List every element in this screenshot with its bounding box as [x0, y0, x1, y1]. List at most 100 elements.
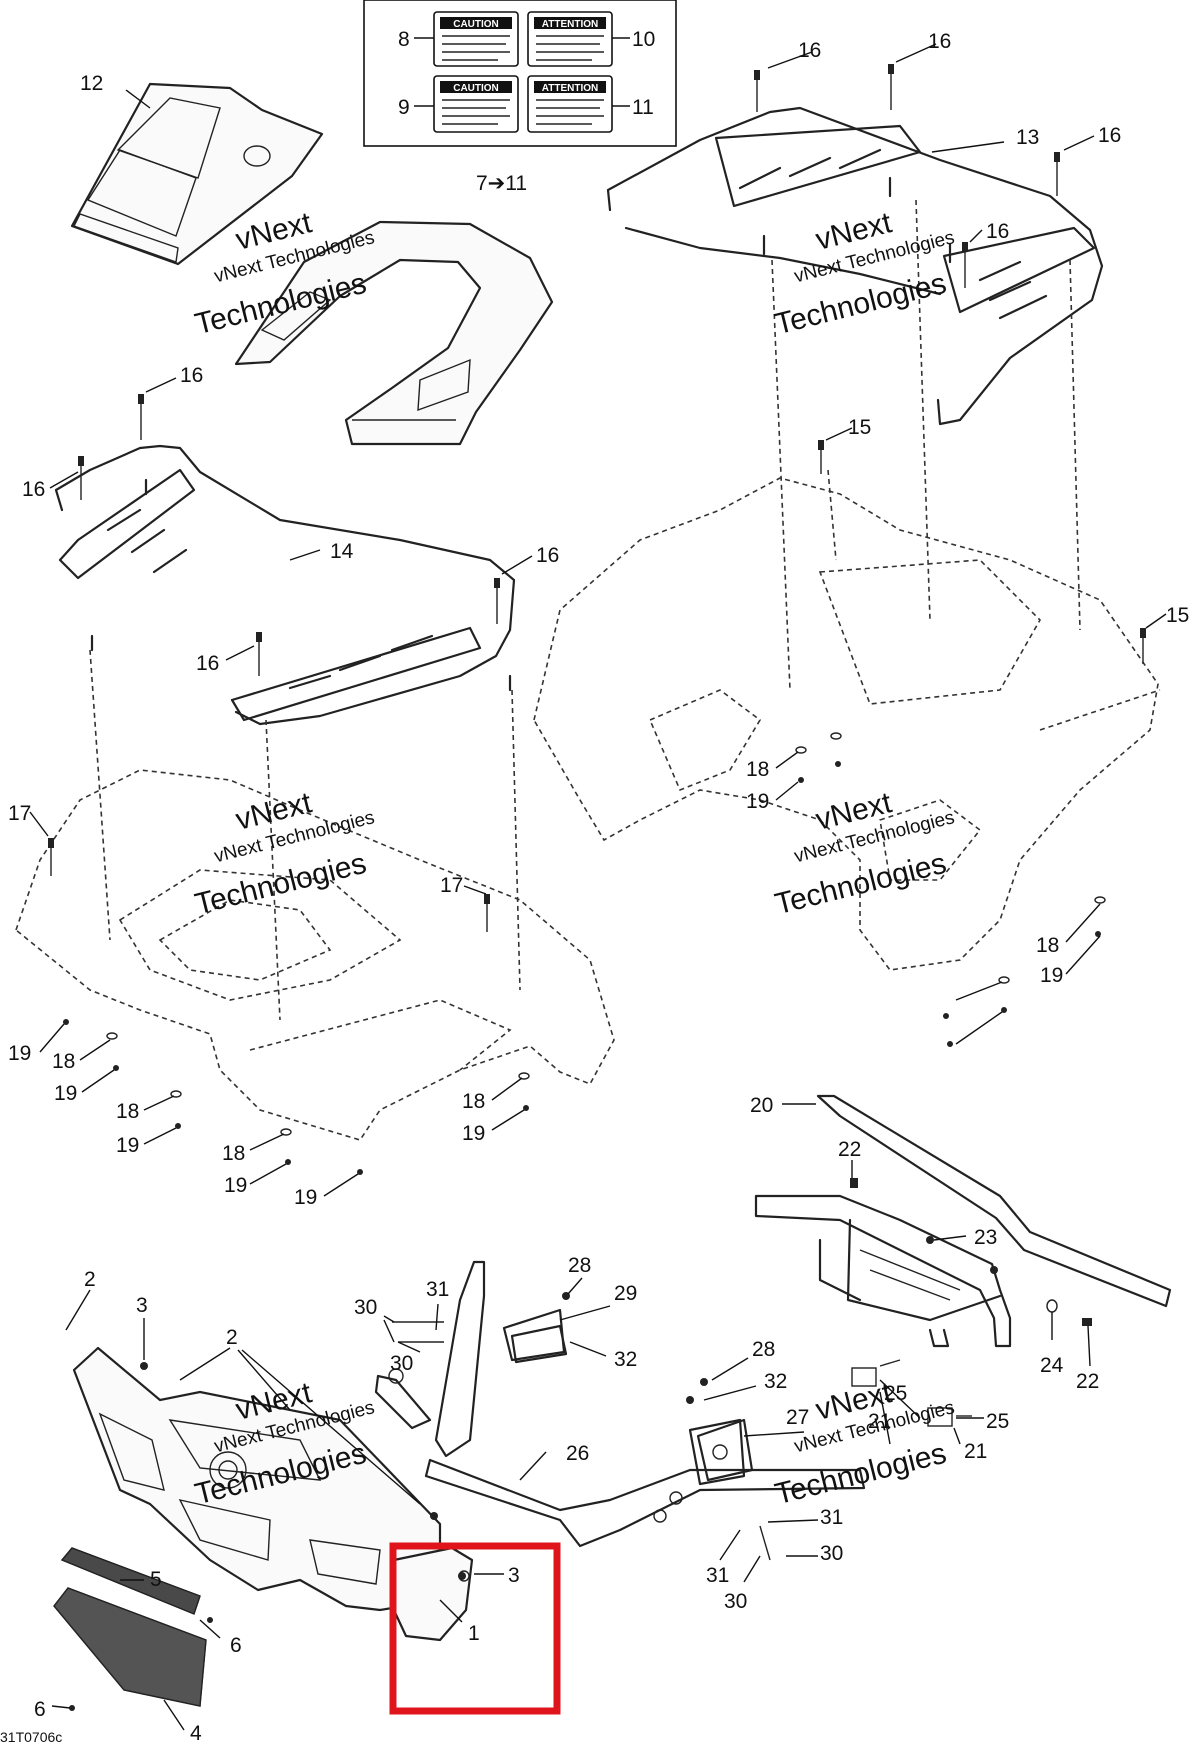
rear-fender-body	[533, 477, 1161, 971]
callout-6: 6	[230, 1634, 242, 1657]
decal-inset: CAUTION ATTENTION CAUTION ATTENTION	[363, 0, 677, 147]
callout-30: 30	[724, 1590, 747, 1613]
callout-18: 18	[746, 758, 769, 781]
bolt-16	[138, 394, 144, 440]
callout-21: 21	[868, 1410, 891, 1433]
callout-19: 19	[1040, 964, 1063, 987]
callout-22: 22	[1076, 1370, 1099, 1393]
washer-24	[1046, 1299, 1058, 1313]
svg-text:CAUTION: CAUTION	[453, 83, 499, 94]
decal-attention-11: ATTENTION	[527, 75, 613, 133]
svg-text:ATTENTION: ATTENTION	[542, 83, 598, 94]
bolt-30	[392, 1321, 771, 1561]
callout-16: 16	[1098, 124, 1121, 147]
callout-19: 19	[224, 1174, 247, 1197]
callout-16: 16	[196, 652, 219, 675]
callout-19: 19	[746, 790, 769, 813]
bolt-17	[484, 894, 490, 932]
part-26-front-bumper	[374, 1260, 866, 1548]
callout-13: 13	[1016, 126, 1039, 149]
callout-30: 30	[390, 1352, 413, 1375]
callout-16: 16	[180, 364, 203, 387]
washer-18	[106, 1032, 530, 1136]
front-fender-body	[15, 769, 615, 1141]
callout-16: 16	[536, 544, 559, 567]
part-center-cover	[234, 220, 554, 446]
callout-2: 2	[84, 1268, 96, 1291]
callout-32: 32	[764, 1370, 787, 1393]
part-1-lower-fascia-panel	[390, 1546, 474, 1642]
callout-19: 19	[54, 1082, 77, 1105]
callout-16: 16	[22, 478, 45, 501]
hardware-fasteners	[48, 64, 1146, 1711]
callout-21: 21	[964, 1440, 987, 1463]
bolt-16	[962, 242, 968, 288]
decal-caution-8: CAUTION	[433, 11, 519, 67]
callout-31: 31	[706, 1564, 729, 1587]
callout-1: 1	[468, 1622, 480, 1645]
bolt-15	[818, 440, 824, 474]
part-14-front-rack	[54, 444, 516, 726]
callout-29: 29	[614, 1282, 637, 1305]
watermark: vNext Technologies vNext Technologies	[772, 206, 957, 341]
callout-16: 16	[986, 220, 1009, 243]
callout-17: 17	[8, 802, 31, 825]
callout-16: 16	[928, 30, 951, 53]
callout-2: 2	[226, 1326, 238, 1349]
callout-28: 28	[568, 1254, 591, 1277]
callout-4: 4	[190, 1722, 202, 1745]
callout-19: 19	[116, 1134, 139, 1157]
part-20-chassis-frame	[754, 1094, 1172, 1348]
watermark: vNext Technologies vNext Technologies	[772, 786, 957, 921]
svg-text:CAUTION: CAUTION	[453, 19, 499, 30]
callout-15: 15	[1166, 604, 1189, 627]
callout-10: 10	[632, 28, 655, 51]
callout-23: 23	[974, 1226, 997, 1249]
callout-range-7-11: 7➔11	[476, 172, 527, 195]
callout-18: 18	[1036, 934, 1059, 957]
bolt-16	[754, 70, 760, 112]
callout-18: 18	[116, 1100, 139, 1123]
bracket-27	[696, 1418, 754, 1482]
bolt-16	[494, 578, 500, 624]
nut-28	[562, 1292, 708, 1404]
callout-30: 30	[820, 1542, 843, 1565]
svg-text:ATTENTION: ATTENTION	[542, 19, 598, 30]
watermark: vNext Technologies vNext Technologies	[192, 786, 377, 921]
callout-9: 9	[398, 96, 410, 119]
alignment-lines	[89, 199, 1081, 1021]
callout-11: 11	[632, 96, 654, 119]
callout-3: 3	[136, 1294, 148, 1317]
bolt-16	[78, 456, 84, 500]
nut-23	[926, 1236, 998, 1274]
washer-18	[795, 732, 1106, 984]
bolt-16	[888, 64, 894, 110]
highlight-box-part-1	[389, 1542, 561, 1715]
callout-19: 19	[462, 1122, 485, 1145]
callout-14: 14	[330, 540, 354, 563]
callout-22: 22	[838, 1138, 861, 1161]
part-2-front-fascia	[72, 1346, 442, 1612]
nut-19	[798, 761, 1101, 1047]
bolt-16	[256, 632, 262, 676]
callout-18: 18	[52, 1050, 75, 1073]
screw-6	[69, 1617, 213, 1711]
callout-5: 5	[150, 1568, 162, 1591]
part-12-headlight-pod	[70, 82, 324, 266]
callout-28: 28	[752, 1338, 775, 1361]
bolt-22	[850, 1178, 1092, 1326]
bolt-21	[879, 1359, 972, 1417]
callout-18: 18	[462, 1090, 485, 1113]
diagram-code: 31T0706c	[0, 1729, 62, 1745]
callout-18: 18	[222, 1142, 245, 1165]
callout-27: 27	[786, 1406, 809, 1429]
callout-32: 32	[614, 1348, 637, 1371]
bolt-16	[1054, 152, 1060, 196]
callout-20: 20	[750, 1094, 773, 1117]
callout-25: 25	[884, 1382, 907, 1405]
callout-31: 31	[820, 1506, 843, 1529]
callout-15: 15	[848, 416, 871, 439]
part-5-upper-grille	[60, 1547, 201, 1615]
screw-3	[140, 1362, 466, 1580]
